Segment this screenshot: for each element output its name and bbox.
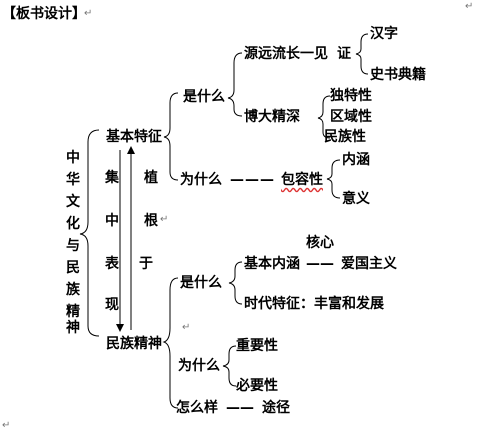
paragraph-mark: ↵ <box>182 322 191 333</box>
baorong-item: 内涵 <box>342 152 370 168</box>
brace-broad <box>317 95 331 139</box>
top-src-label: 源远流长一见 <box>244 46 328 62</box>
how-label: 怎么样 <box>176 400 218 416</box>
wei-item: 必要性 <box>236 378 278 394</box>
col-a-char: 集 <box>105 170 119 186</box>
top-shi-label: 是什么 <box>183 89 225 105</box>
top-zheng-label: 证 <box>337 46 351 62</box>
col-a-char: 表 <box>105 256 119 272</box>
vertical-char: 文 <box>66 194 80 210</box>
bottom-wei-label: 为什么 <box>178 358 220 374</box>
vertical-char: 神 <box>66 320 80 336</box>
brace-shi-bottom <box>228 261 243 305</box>
wei-item: 重要性 <box>236 338 278 354</box>
col-a-char: 中 <box>105 213 119 229</box>
vertical-char: 化 <box>66 216 80 232</box>
col-a-char: 现 <box>105 297 119 313</box>
vertical-char: 精 <box>66 304 80 320</box>
paragraph-mark: ↵ <box>465 1 474 12</box>
brace-main <box>79 129 100 337</box>
baorong-item: 意义 <box>342 191 370 207</box>
bottom-shi-label: 是什么 <box>180 275 222 291</box>
paragraph-mark: ↵ <box>2 420 11 431</box>
brace-top <box>163 92 179 181</box>
vertical-char: 中 <box>66 150 80 166</box>
broad-item: 区域性 <box>330 109 372 125</box>
node-basic-features: 基本特征 <box>106 129 162 145</box>
vertical-char: 民 <box>66 260 80 276</box>
col-b-char: 根 <box>144 213 158 229</box>
brace-zheng <box>355 33 369 75</box>
col-b-char: 于 <box>139 256 153 272</box>
bottom-dash: —— <box>306 256 334 272</box>
hexin-label: 核心 <box>306 235 334 251</box>
aiguo-label: 爱国主义 <box>341 256 397 272</box>
col-b-char: 植 <box>144 170 158 186</box>
brace-baorong <box>326 159 341 199</box>
broad-item: 独特性 <box>330 88 372 104</box>
page-title: 【板书设计】 <box>2 6 86 22</box>
zheng-item: 汉字 <box>370 26 398 42</box>
baorong-label: 包容性 <box>281 172 323 188</box>
basic-content-label: 基本内涵 <box>244 256 300 272</box>
brace-wei-bottom <box>222 345 237 387</box>
brace-bottom <box>162 277 179 409</box>
vertical-char: 族 <box>66 282 80 298</box>
paragraph-mark: ↵ <box>160 214 169 225</box>
zheng-item: 史书典籍 <box>370 67 426 83</box>
broad-item: 民族性 <box>324 129 366 145</box>
era-label: 时代特征：丰富和发展 <box>244 296 384 312</box>
node-national-spirit: 民族精神 <box>106 336 162 352</box>
top-dash: ——— <box>230 172 275 188</box>
vertical-char: 华 <box>66 172 80 188</box>
top-broad-label: 博大精深 <box>244 109 300 125</box>
paragraph-mark: ↵ <box>84 8 93 19</box>
vertical-char: 与 <box>66 238 80 254</box>
brace-shi-top <box>227 52 243 117</box>
how-dash: —— <box>226 400 254 416</box>
tujing-label: 途径 <box>262 400 290 416</box>
top-wei-label: 为什么 <box>180 172 222 188</box>
